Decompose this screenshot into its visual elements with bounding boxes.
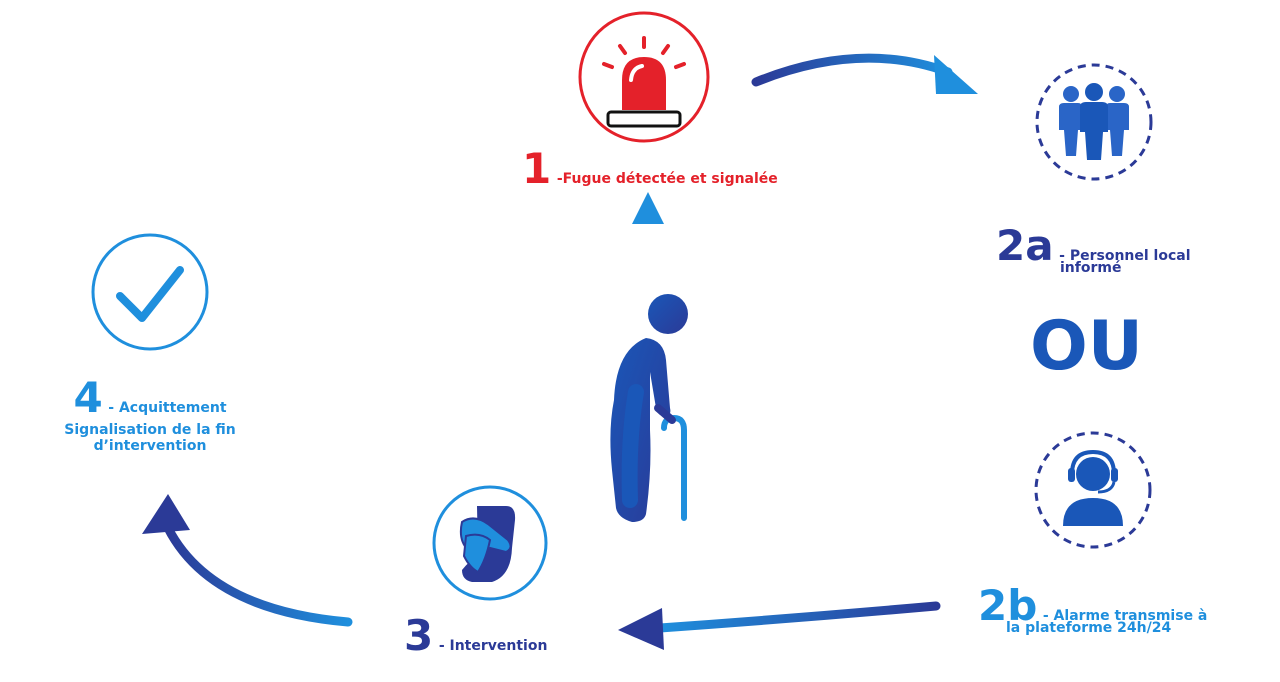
step-1-number: 1: [522, 144, 552, 193]
helping-hands-icon: [432, 485, 548, 601]
step-2a-text-line1: - Personnel local: [1059, 248, 1191, 264]
step-2a-text-line2: informé: [1060, 260, 1122, 276]
step-3-number: 3: [404, 611, 434, 660]
step-4-label: 4 - Acquittement Signalisation de la fin…: [62, 373, 238, 455]
step-4-text-line2: Signalisation de la fin: [64, 422, 236, 439]
step-2a-label: 2a - Personnel local informé: [996, 221, 1191, 276]
step-1-label: 1 -Fugue détectée et signalée: [522, 144, 778, 193]
step-2b-number: 2b: [978, 581, 1038, 630]
step-2b-text-line2: la plateforme 24h/24: [1006, 620, 1172, 636]
step-4-text-line3: d’intervention: [93, 438, 207, 455]
step-2b-text-line1: - Alarme transmise à: [1042, 608, 1208, 624]
step-3-label: 3 - Intervention: [404, 611, 548, 660]
arrow-up: [632, 192, 664, 275]
step-3-text: - Intervention: [438, 638, 548, 654]
checkmark-icon: [91, 233, 209, 351]
or-label: OU: [1030, 307, 1144, 386]
arrow-to-4: [142, 494, 353, 627]
call-center-operator-icon: [1034, 431, 1152, 549]
elderly-person-with-cane-icon: [610, 294, 688, 522]
step-4-text-line1: - Acquittement: [108, 400, 227, 416]
staff-group-icon: [1035, 63, 1153, 181]
arrow-to-3: [618, 601, 941, 650]
step-4-number: 4: [73, 373, 103, 422]
step-2a-number: 2a: [996, 221, 1054, 270]
arrow-to-2a: [751, 53, 978, 94]
alarm-siren-icon: [578, 11, 710, 143]
step-1-text: -Fugue détectée et signalée: [556, 171, 778, 187]
step-2b-label: 2b - Alarme transmise à la plateforme 24…: [978, 581, 1208, 636]
